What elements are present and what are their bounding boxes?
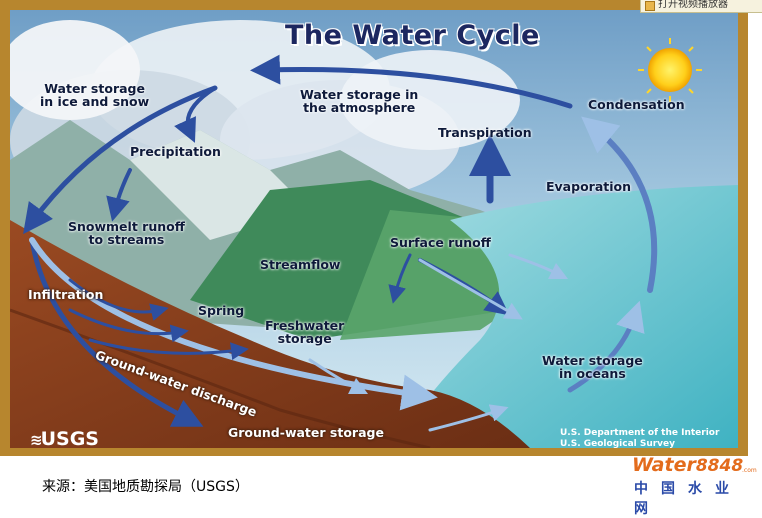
- usgs-credit: U.S. Department of the Interior U.S. Geo…: [560, 428, 719, 448]
- site-logo-brand-text: Water: [632, 454, 696, 476]
- label-ice-storage-line1: Water storage: [44, 81, 145, 96]
- label-groundwater-storage: Ground-water storage: [228, 425, 384, 440]
- label-ocean-storage: Water storage in oceans: [542, 354, 643, 380]
- label-infiltration: Infiltration: [28, 287, 104, 302]
- arrow-evaporation: [581, 116, 658, 293]
- diagram-title: The Water Cycle: [285, 20, 540, 51]
- label-precipitation: Precipitation: [130, 144, 221, 159]
- source-caption: 来源：美国地质勘探局（USGS）: [42, 479, 249, 495]
- illustration-scene: [10, 10, 738, 448]
- label-surface-runoff: Surface runoff: [390, 235, 491, 250]
- video-icon: [645, 1, 655, 11]
- label-ocean-line2: in oceans: [558, 366, 626, 381]
- label-ice-storage-line2: in ice and snow: [40, 94, 150, 109]
- label-snowmelt-line2: to streams: [88, 232, 165, 247]
- site-logo-brand: Water8848: [632, 454, 743, 476]
- site-logo-suffix: .com: [742, 467, 757, 474]
- site-logo[interactable]: Water8848 .com 中国水业网: [632, 454, 758, 517]
- arrow-groundwater-storage: [29, 237, 204, 427]
- label-snowmelt-line1: Snowmelt runoff: [68, 219, 185, 234]
- label-freshwater-line2: storage: [277, 331, 332, 346]
- label-spring: Spring: [198, 303, 245, 318]
- label-condensation: Condensation: [588, 97, 685, 112]
- label-atmosphere-line1: Water storage in: [300, 87, 419, 102]
- label-freshwater-line1: Freshwater: [265, 318, 345, 333]
- flow-arrows: [23, 54, 658, 432]
- label-transpiration: Transpiration: [438, 125, 532, 140]
- site-logo-number: 8848: [695, 456, 744, 476]
- label-ice-storage: Water storage in ice and snow: [40, 82, 149, 108]
- ocean: [390, 185, 738, 448]
- label-streamflow: Streamflow: [260, 257, 341, 272]
- sun-icon: [648, 48, 692, 92]
- arrow-precipitation: [174, 86, 217, 143]
- label-snowmelt: Snowmelt runoff to streams: [68, 220, 185, 246]
- usgs-logo-text: USGS: [40, 428, 99, 448]
- diagram-frame: Water storage in ice and snow Water stor…: [0, 0, 748, 456]
- label-ocean-line1: Water storage: [542, 353, 643, 368]
- label-atmosphere-storage: Water storage in the atmosphere: [300, 88, 418, 114]
- arrow-condensation-to-atmosphere: [250, 54, 573, 109]
- label-atmosphere-line2: the atmosphere: [303, 100, 416, 115]
- site-logo-chinese: 中国水业网: [634, 481, 742, 517]
- arrow-to-ice: [23, 85, 218, 235]
- label-evaporation: Evaporation: [546, 179, 632, 194]
- popup-text: 打开视频播放器: [658, 0, 728, 10]
- credit-line2: U.S. Geological Survey: [560, 439, 676, 448]
- credit-line1: U.S. Department of the Interior: [560, 428, 720, 438]
- arrow-snowmelt: [106, 168, 132, 222]
- video-player-popup[interactable]: 打开视频播放器: [640, 0, 762, 13]
- label-freshwater: Freshwater storage: [265, 319, 344, 345]
- arrow-ocean-evaporation: [567, 300, 645, 393]
- water-cycle-illustration: Water storage in ice and snow Water stor…: [10, 10, 738, 448]
- usgs-logo: ≋USGS: [30, 428, 99, 448]
- sun-rays: [638, 38, 702, 102]
